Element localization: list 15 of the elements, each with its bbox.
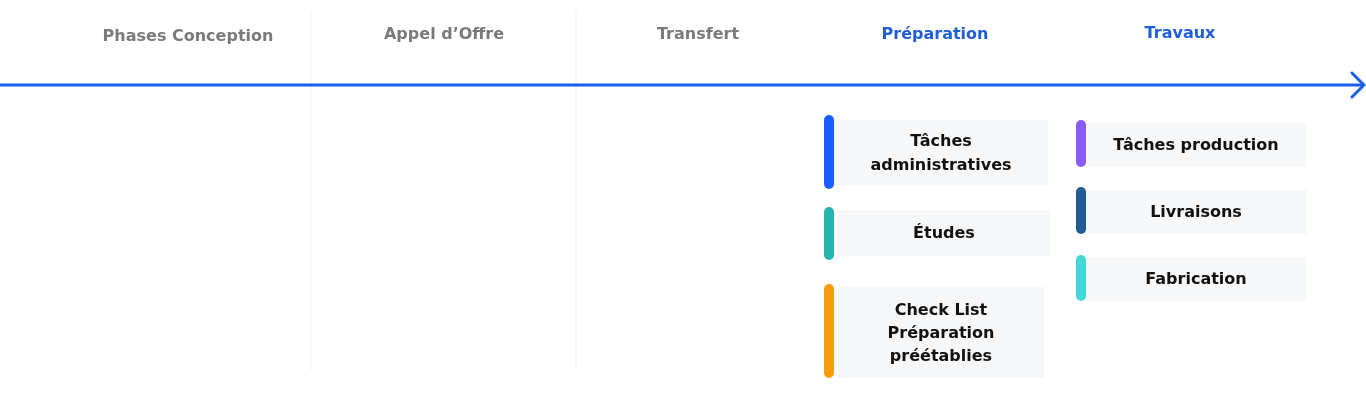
task-card [1086,190,1306,234]
card-title: Tâches administratives [869,130,1013,176]
card-title: Études [913,222,975,245]
task-card [1086,123,1306,167]
phase-label: Travaux [1144,23,1216,42]
card-title: Check List Préparation préétablies [886,298,996,368]
task-card [1086,257,1306,301]
phase-label: Appel d’Offre [384,24,504,43]
task-card [834,120,1048,185]
card-title: Fabrication [1145,268,1247,291]
card-title: Tâches production [1113,134,1279,157]
card-title: Livraisons [1150,201,1242,224]
phase-label: Phases Conception [102,26,274,45]
phase-label: Préparation [881,24,989,43]
phase-label: Transfert [656,24,740,43]
